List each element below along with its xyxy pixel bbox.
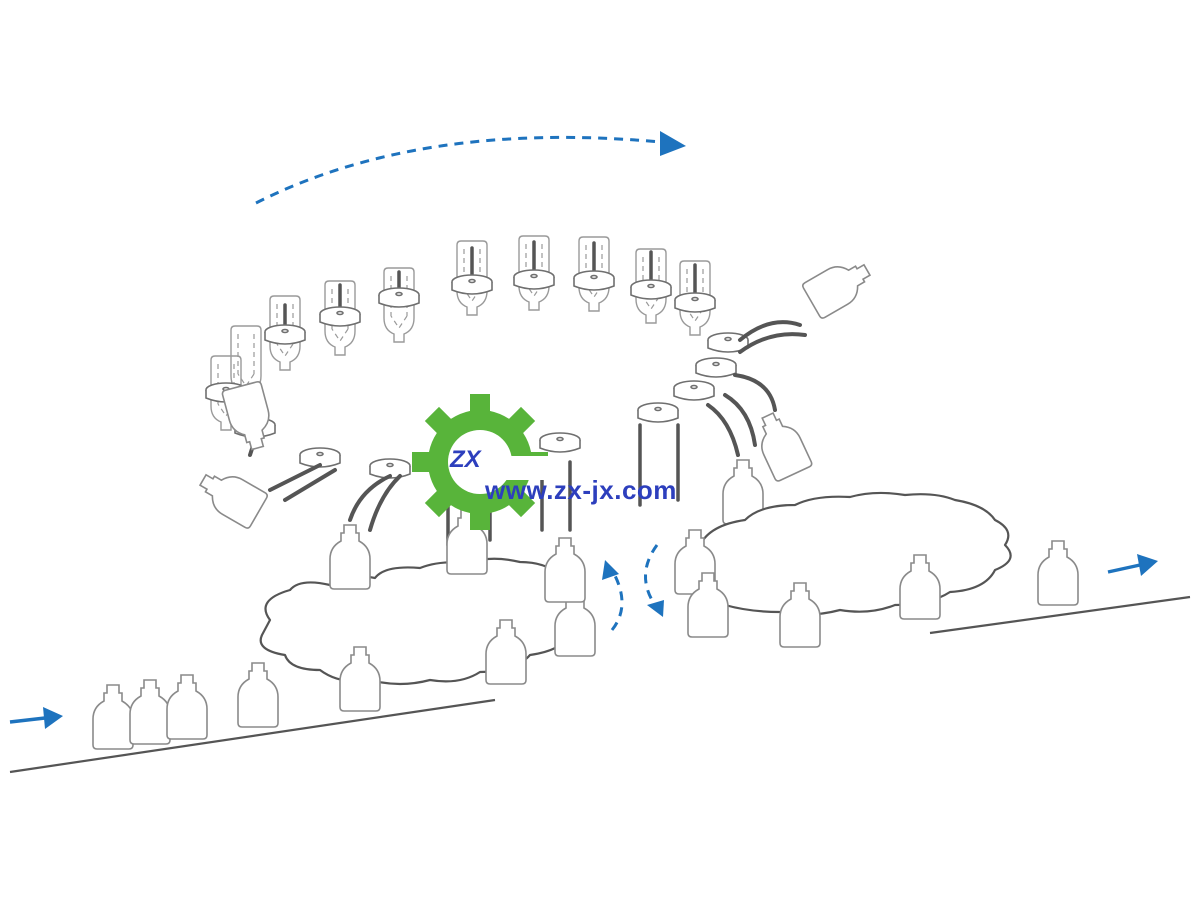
rotation-direction-arrow (255, 131, 686, 205)
outfeed-arrow (1107, 554, 1158, 576)
infeed-arrow (9, 707, 63, 729)
transfer-arrows (602, 544, 664, 631)
left-star-wheel (259, 557, 583, 686)
gear-icon (412, 394, 560, 530)
conveyor-rails (9, 595, 1191, 774)
brand-url-text: www.zx-jx.com (485, 475, 677, 505)
brand-logo-mark: ZX (450, 446, 481, 473)
nozzle-holders (205, 240, 749, 479)
bottle-grippers (248, 320, 807, 547)
